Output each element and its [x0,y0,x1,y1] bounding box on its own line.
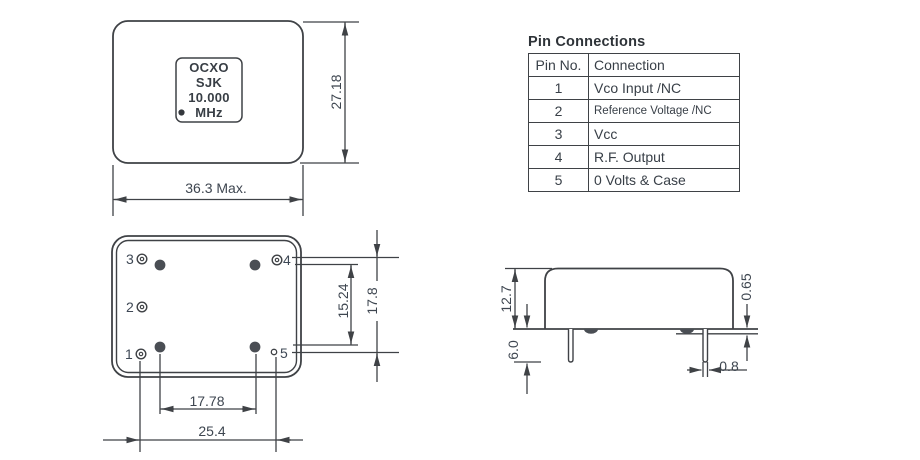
table-row: 2 Reference Voltage /NC [528,99,740,123]
module-label-line3: 10.000 [188,90,230,105]
dim-case-height: 12.7 [498,285,514,313]
dim-standoff: 0.65 [738,273,754,301]
pin-label-4: 4 [283,252,291,268]
bottom-view-dimension-lines [103,230,399,452]
dim-top-width: 36.3 Max. [185,180,247,196]
table-row: 1 Vco Input /NC [528,76,740,100]
dim-top-height: 27.18 [328,74,344,110]
table-row: 3 Vcc [528,122,740,146]
pin-number: 2 [528,99,589,123]
module-label-line4: MHz [195,105,223,120]
pin-table-header-connection: Connection [588,53,740,77]
pin-connection: Vco Input /NC [588,76,740,100]
table-row: 4 R.F. Output [528,145,740,169]
pin-table-title: Pin Connections [528,34,646,50]
dim-hole-span-h: 17.78 [189,393,225,409]
top-view-outline [112,20,304,164]
pin-label-3: 3 [126,251,134,267]
bottom-view-pins [135,253,283,360]
pin-number: 5 [528,168,589,192]
pin-table-header-pin: Pin No. [528,53,589,77]
side-view-outline [513,267,758,363]
pin-label-5: 5 [280,345,288,361]
pin-connection: R.F. Output [588,145,740,169]
pin-label-1: 1 [125,346,133,362]
module-label-line1: OCXO [189,60,229,75]
bottom-view-outline [111,235,302,378]
pin-connection: Reference Voltage /NC [588,99,740,123]
dim-hole-span-v: 15.24 [335,283,351,319]
module-label: OCXO SJK 10.000 MHz [176,60,242,120]
table-row: 5 0 Volts & Case [528,168,740,192]
pin-number: 3 [528,122,589,146]
top-view-dimension-lines [112,21,359,216]
side-view-dimension-lines [505,267,751,394]
pin-connection: Vcc [588,122,740,146]
pin-label-2: 2 [126,299,134,315]
dim-pin-span-v: 17.8 [364,281,380,321]
pin-connection: 0 Volts & Case [588,168,740,192]
module-label-line2: SJK [195,75,223,90]
dim-pin-length: 6.0 [505,340,521,360]
dim-pin-span-h: 25.4 [198,423,226,439]
pin-number: 4 [528,145,589,169]
pin-table-header-row: Pin No. Connection [528,53,740,77]
pin-connections-table: Pin No. Connection 1 Vco Input /NC 2 Ref… [528,53,740,192]
pin-number: 1 [528,76,589,100]
dim-pin-dia: 0.8 [719,358,739,374]
